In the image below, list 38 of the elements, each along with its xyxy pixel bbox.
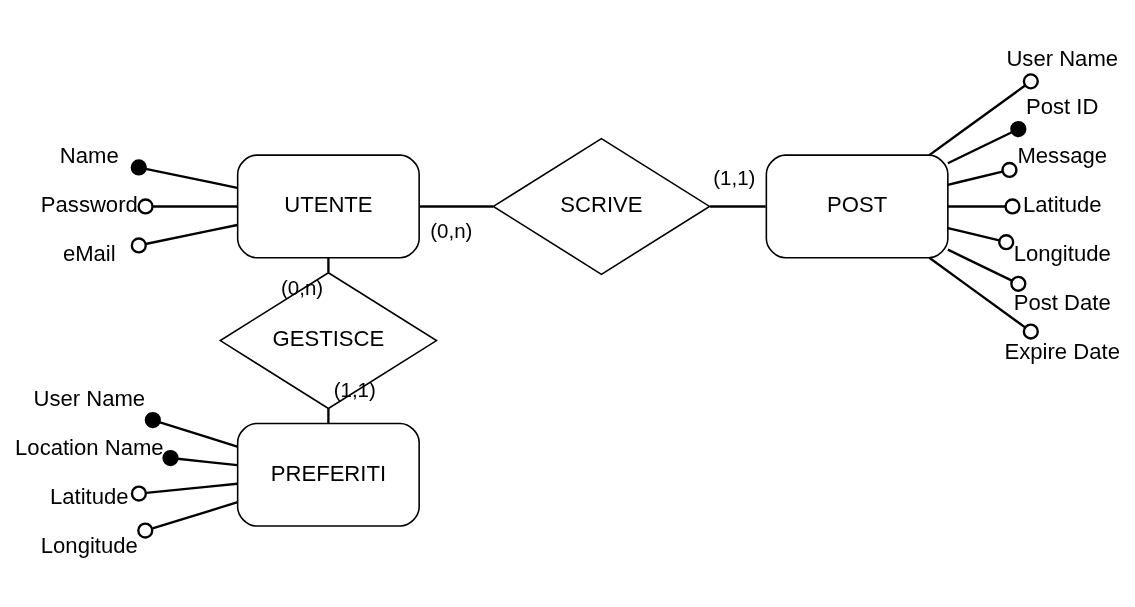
connector xyxy=(947,198,1021,215)
connector xyxy=(162,449,238,467)
connector xyxy=(419,205,494,208)
node-box: PREFERITI xyxy=(236,422,420,527)
connector xyxy=(137,501,238,539)
node-text: Post ID xyxy=(1026,94,1099,120)
connector xyxy=(928,73,1039,157)
connector xyxy=(144,411,238,448)
connector xyxy=(130,482,238,502)
connector xyxy=(327,258,330,273)
connector xyxy=(947,248,1027,292)
node-diamond: SCRIVE xyxy=(491,137,712,276)
connector xyxy=(130,223,238,254)
connector xyxy=(947,161,1018,186)
node-text: Longitude xyxy=(40,533,138,559)
edge-label: (1,1) xyxy=(713,166,756,190)
node-box: POST xyxy=(765,154,949,259)
connector xyxy=(327,408,330,424)
node-text: Latitude xyxy=(50,484,129,510)
connector xyxy=(947,226,1015,251)
node-text: Expire Date xyxy=(1004,339,1120,365)
node-text: User Name xyxy=(33,386,146,412)
node-text: Post Date xyxy=(1013,290,1111,316)
node-text: Latitude xyxy=(1022,192,1102,218)
connector xyxy=(710,205,766,208)
node-text: Message xyxy=(1017,143,1108,169)
node-text: Location Name xyxy=(15,435,164,461)
edge-label: (0,n) xyxy=(430,219,473,243)
connector xyxy=(137,198,238,215)
connector xyxy=(130,159,238,190)
node-text: Password xyxy=(40,192,138,218)
node-text: eMail xyxy=(62,241,116,267)
connector xyxy=(947,121,1027,165)
connector xyxy=(928,256,1039,340)
node-text: Longitude xyxy=(1013,241,1111,267)
node-box: UTENTE xyxy=(236,154,420,259)
node-text: Name xyxy=(59,143,119,169)
node-text: User Name xyxy=(1006,45,1119,71)
